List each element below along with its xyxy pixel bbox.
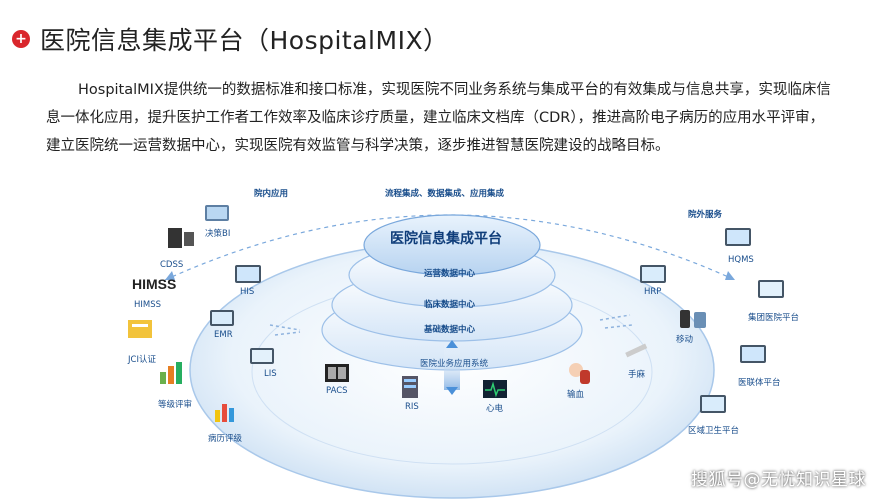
left-item-himss: HIMSS <box>134 300 162 310</box>
watermark: 搜狐号@无忧知识星球 <box>691 470 866 490</box>
layer-ops-label: 运营数据中心 <box>424 269 476 279</box>
left-item-grade: 等级评审 <box>158 400 193 410</box>
ris-server-icon <box>402 376 418 398</box>
blood-bag-icon <box>569 363 590 384</box>
ecg-monitor-icon <box>483 380 507 398</box>
right-item-regional: 区域卫生平台 <box>688 426 740 436</box>
ring-ris-label: RIS <box>405 402 419 412</box>
page-title: 医院信息集成平台（HospitalMIX） <box>40 26 449 55</box>
left-side-arrows <box>269 324 301 336</box>
monitor-icon <box>205 205 229 221</box>
bar-chart-icon <box>160 362 182 384</box>
ring-hrp-label: HRP <box>644 287 662 297</box>
layer-base-label: 基础数据中心 <box>424 325 476 335</box>
records-chart-icon <box>215 404 234 422</box>
bus-up-arrow-icon <box>446 340 458 348</box>
ring-his-label: HIS <box>240 287 255 297</box>
right-group-heading: 院外服务 <box>688 210 723 220</box>
architecture-diagram: 医院信息集成平台 运营数据中心 临床数据中心 基础数据中心 医院业务应用系统 流… <box>0 170 888 500</box>
himss-logo: HIMSS <box>132 276 177 292</box>
right-side-arrows <box>599 314 633 329</box>
ring-blood-label: 输血 <box>567 390 585 400</box>
hrp-monitor-icon <box>640 265 666 283</box>
right-item-group-hospital: 集团医院平台 <box>748 313 800 323</box>
left-item-emr-rating: 病历评级 <box>208 434 243 444</box>
regional-health-icon <box>700 395 726 413</box>
ring-anesthesia-label: 手麻 <box>628 370 646 380</box>
top-arc-label: 流程集成、数据集成、应用集成 <box>385 189 505 199</box>
lis-monitor-icon <box>250 348 274 364</box>
left-item-cdss: CDSS <box>160 260 184 270</box>
pacs-xray-icon <box>325 364 349 382</box>
page-header: + 医院信息集成平台（HospitalMIX） <box>12 22 449 56</box>
ring-ecg-label: 心电 <box>486 404 504 414</box>
intro-paragraph: HospitalMIX提供统一的数据标准和接口标准，实现医院不同业务系统与集成平… <box>46 82 831 154</box>
plus-cross-icon: + <box>12 30 30 48</box>
certificate-icon <box>128 320 152 338</box>
diagram-graphics <box>128 205 784 499</box>
left-item-jci: JCI认证 <box>128 355 156 365</box>
layer-clinical-label: 临床数据中心 <box>424 300 476 310</box>
hqms-monitor-icon <box>725 228 751 246</box>
ring-mobile-label: 移动 <box>676 335 694 345</box>
right-item-alliance: 医联体平台 <box>738 378 781 388</box>
server-icon <box>168 228 194 248</box>
left-item-bi: 决策BI <box>205 229 231 239</box>
right-item-hqms: HQMS <box>728 255 754 265</box>
ring-pacs-label: PACS <box>326 386 348 396</box>
arc-arrow-right-icon <box>725 271 735 280</box>
left-group-heading: 院内应用 <box>254 189 289 199</box>
arc-arrow-left-icon <box>165 271 175 280</box>
alliance-icon <box>740 345 766 363</box>
syringe-icon <box>625 343 648 358</box>
emr-monitor-icon <box>210 310 234 326</box>
group-hospital-icon <box>758 280 784 298</box>
bus-column <box>444 345 460 390</box>
his-monitor-icon <box>235 265 261 283</box>
bus-label: 医院业务应用系统 <box>420 359 489 369</box>
platform-title: 医院信息集成平台 <box>390 231 502 247</box>
ring-emr-label: EMR <box>214 330 233 340</box>
mobile-icon <box>680 310 706 328</box>
bus-down-arrow-icon <box>446 387 458 395</box>
ring-lis-label: LIS <box>264 369 277 379</box>
platform-top <box>363 214 541 276</box>
